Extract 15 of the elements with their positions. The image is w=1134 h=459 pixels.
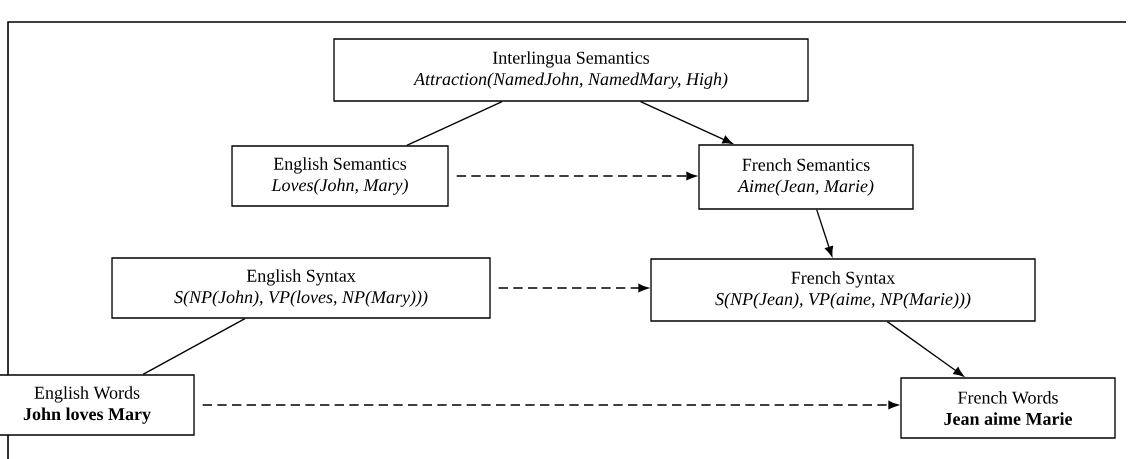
text-box: Interlingua Semantics Attraction(NamedJohn, NamedMary, High) (333, 38, 809, 102)
text-box: English Semantics Loves(John, Mary) (231, 145, 449, 207)
arrow (202, 400, 899, 410)
text-box: English Syntax S(NP(John), VP(loves, NP(Mary))) (111, 257, 491, 319)
arrow (639, 101, 733, 144)
connector-line (406, 101, 503, 146)
text-box: English Words John loves Mary (0, 374, 195, 436)
connector-line (142, 318, 246, 375)
arrow (886, 321, 964, 377)
text-box: French Semantics Aime(Jean, Marie) (698, 144, 914, 210)
text-box: French Words Jean aime Marie (900, 377, 1116, 439)
text-box: French Syntax S(NP(Jean), VP(aime, NP(Marie))) (650, 258, 1036, 322)
arrow (498, 283, 649, 293)
arrow (816, 209, 834, 257)
arrow (456, 171, 697, 181)
